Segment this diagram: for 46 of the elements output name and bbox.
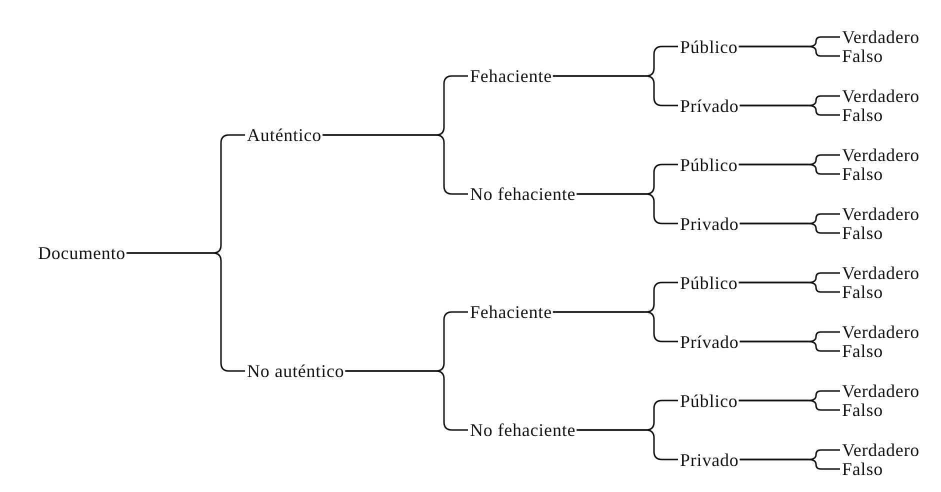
category-label: Privado — [680, 214, 739, 232]
category-label: Falso — [842, 106, 884, 124]
brace-connector — [740, 458, 840, 470]
category-label: Prívado — [680, 332, 739, 350]
category-label: Auténtico — [247, 126, 322, 144]
category-label: Fehaciente — [470, 303, 552, 321]
category-label: Verdadero — [842, 264, 920, 282]
category-label: Público — [680, 274, 738, 292]
category-label: Falso — [842, 401, 884, 419]
brace-connector — [738, 46, 840, 57]
category-label: Público — [680, 392, 738, 410]
category-label: Público — [680, 38, 738, 56]
brace-connector — [740, 222, 840, 234]
category-label: Verdadero — [842, 382, 920, 400]
brace-connector — [126, 252, 245, 372]
category-label: Falso — [842, 165, 884, 183]
category-label: Falso — [842, 224, 884, 242]
brace-connector — [738, 400, 840, 411]
category-label: Privado — [680, 450, 739, 468]
category-label: No auténtico — [247, 362, 344, 380]
category-label: Verdadero — [842, 441, 920, 459]
category-label: Verdadero — [842, 28, 920, 46]
category-label: Falso — [842, 460, 884, 478]
brace-connector — [576, 193, 678, 224]
brace-connector — [576, 429, 678, 460]
category-label: Falso — [842, 283, 884, 301]
category-label: Documento — [38, 244, 126, 262]
brace-connector — [552, 311, 678, 342]
brace-connector — [322, 134, 468, 195]
category-label: No fehaciente — [470, 421, 576, 439]
brace-connector — [740, 340, 840, 352]
category-label: Verdadero — [842, 323, 920, 341]
category-label: Fehaciente — [470, 67, 552, 85]
category-label: Verdadero — [842, 146, 920, 164]
category-label: No fehaciente — [470, 185, 576, 203]
brace-connector — [740, 104, 840, 116]
category-label: Falso — [842, 342, 884, 360]
brace-connector — [552, 75, 678, 106]
brace-connector — [345, 370, 468, 431]
category-label: Verdadero — [842, 87, 920, 105]
brace-connector — [738, 164, 840, 175]
category-label: Falso — [842, 47, 884, 65]
category-label: Verdadero — [842, 205, 920, 223]
category-label: Público — [680, 156, 738, 174]
category-label: Prívado — [680, 96, 739, 114]
brace-connector — [738, 282, 840, 293]
